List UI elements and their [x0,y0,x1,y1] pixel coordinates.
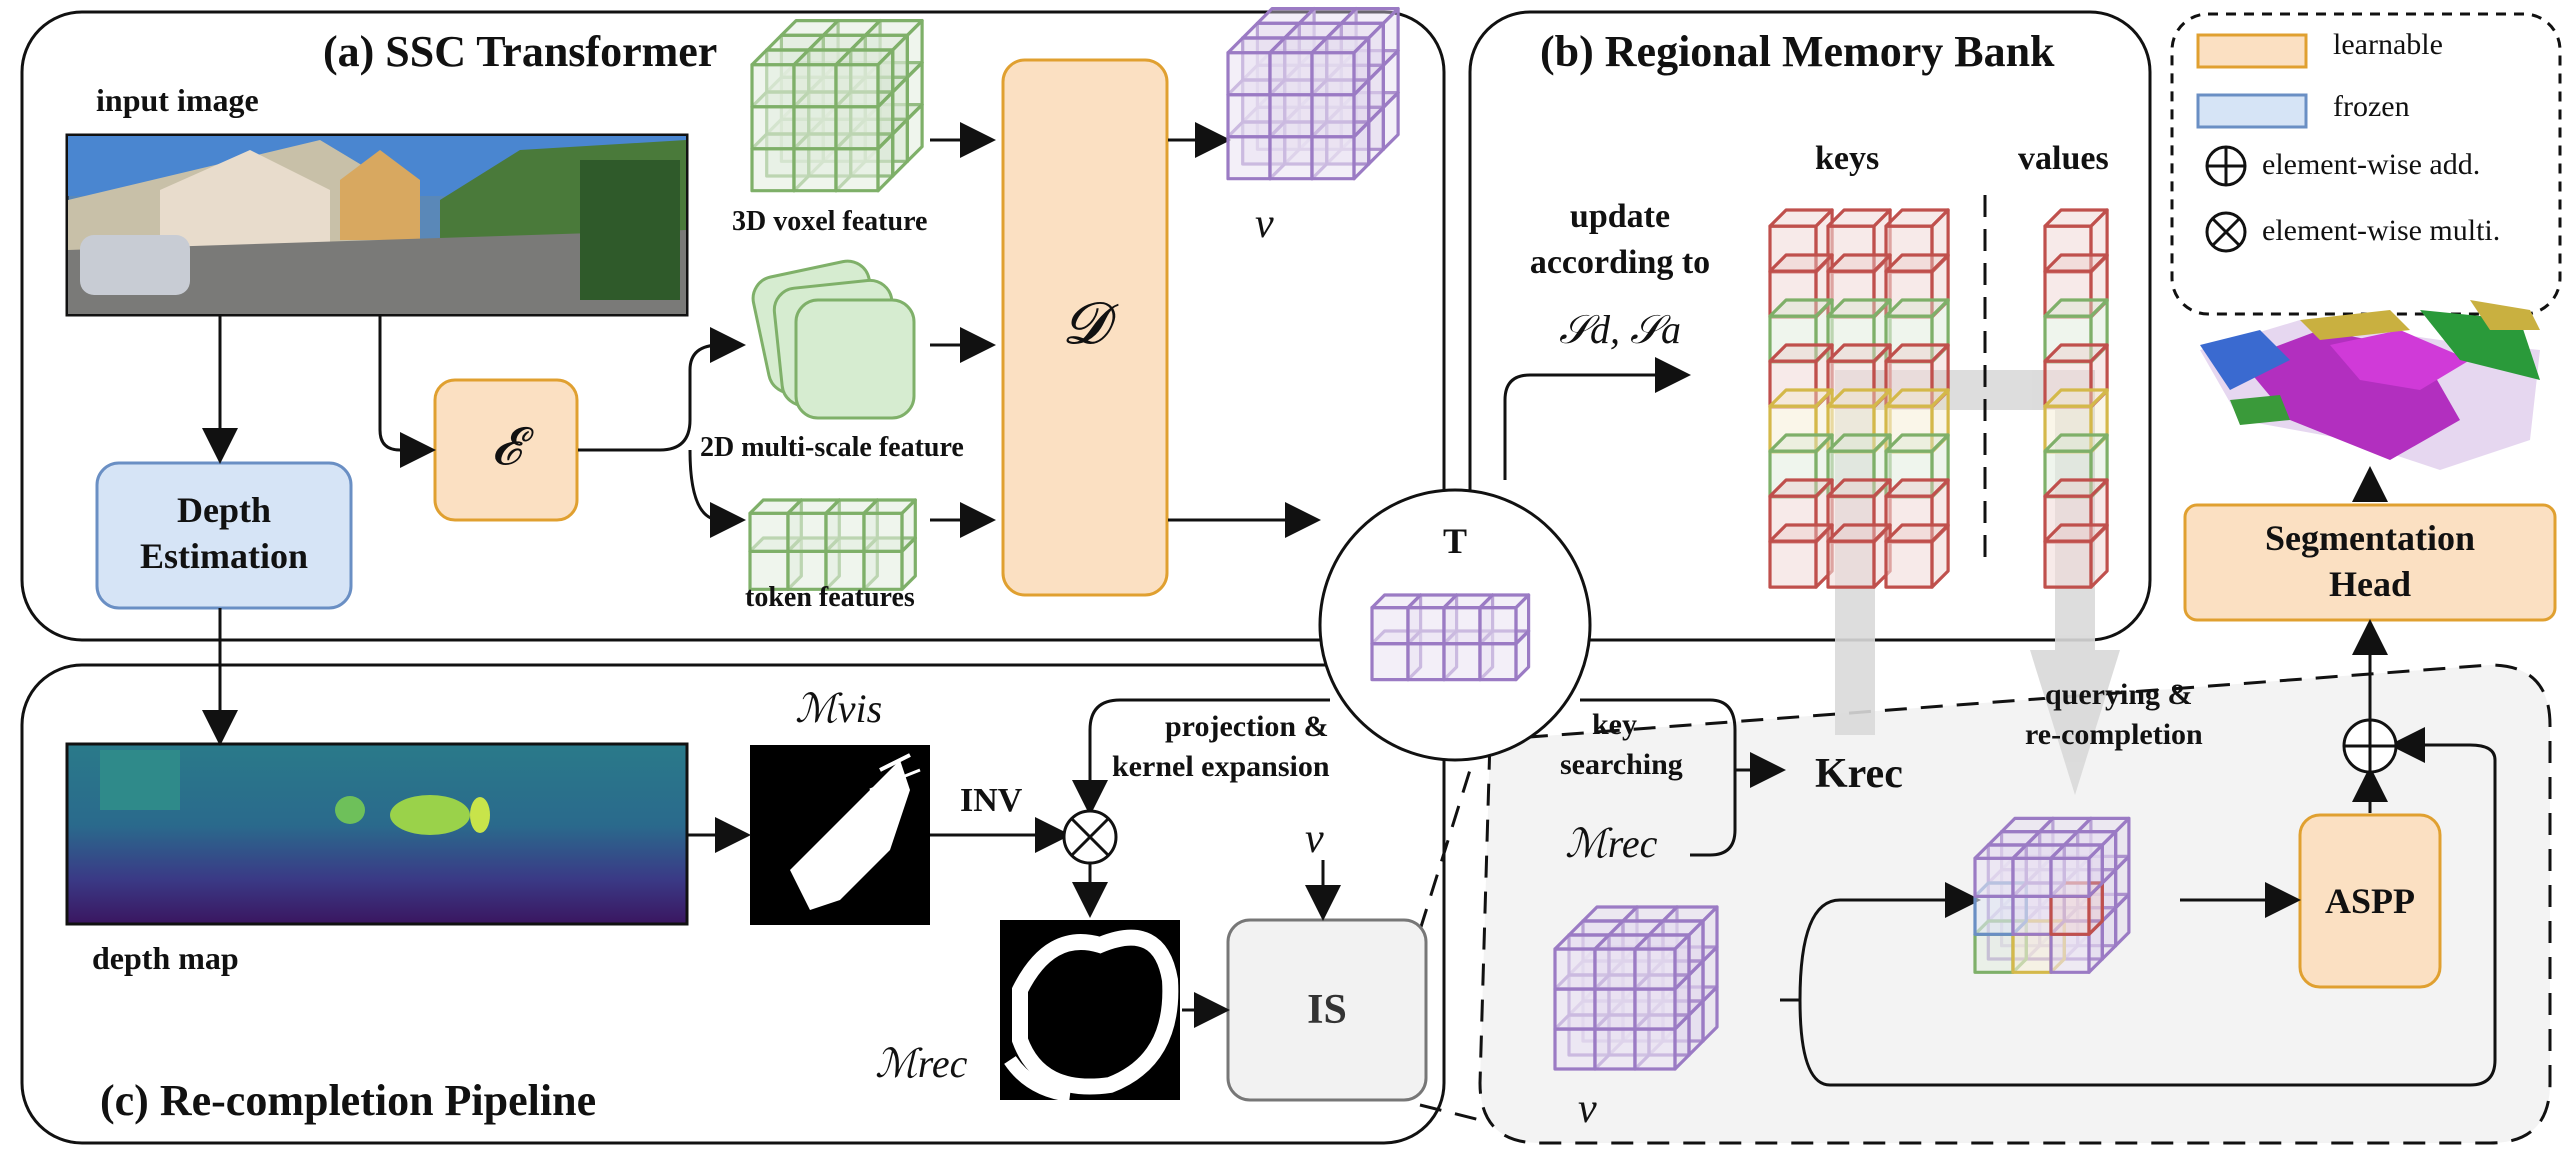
keys-label: keys [1815,140,1880,177]
token-feature-cube [748,498,803,553]
legend-learnable-swatch [2196,33,2308,69]
recompletion-label: re-completion [2025,718,2203,751]
update-label-1: update [1569,198,1671,235]
t-token-cube [1478,593,1531,646]
key-cube [1768,523,1834,589]
legend-multi-icon [2205,211,2247,253]
segmentation-output [2200,300,2540,470]
update-symbol: 𝒮d, 𝒮a [1559,307,1681,352]
nu-output-label: ν [1255,201,1274,247]
t-label: T [1442,521,1467,561]
decoder-label: 𝓓 [1062,291,1108,356]
depth-map [65,742,689,926]
multiscale-feature-label: 2D multi-scale feature [700,432,964,463]
input-image-label: input image [96,82,259,118]
nu-output-cube [1310,36,1371,97]
m-rec-label: ℳrec [875,1041,968,1086]
recompleted-cube [2049,843,2104,898]
voxel-feature-label: 3D voxel feature [732,206,928,237]
inv-label: INV [960,782,1023,819]
legend-add-icon [2205,145,2247,187]
m-rec-image [1000,920,1180,1102]
legend-frozen-label: frozen [2333,90,2410,123]
depth-map-label: depth map [92,940,239,976]
legend-multi-label: element-wise multi. [2262,214,2501,247]
input-image [65,133,689,317]
pipeline-panel [20,663,1446,1145]
decoder-box [1001,58,1169,597]
key-cube [1884,523,1950,589]
update-label-2: according to [1529,244,1711,281]
key-label: key [1592,708,1637,741]
m-vis-label: ℳvis [795,686,883,731]
m-rec-key-label: ℳrec [1565,821,1658,866]
multiscale-feature-plane [794,298,916,420]
seg-head-label: Segmentation Head [2265,518,2475,604]
k-rec-label: Krec [1815,751,1903,797]
value-cube [2043,523,2109,589]
querying-label: querying & [2045,678,2193,711]
nu-recompletion-cube [1633,933,1691,991]
depth-estimation-label: Depth Estimation [139,490,308,576]
is-label: IS [1307,987,1347,1033]
pipeline-panel-title: (c) Re-completion Pipeline [100,1076,597,1125]
legend-frozen-swatch [2196,93,2308,129]
legend-learnable-label: learnable [2333,28,2443,61]
key-cube [1768,298,1834,364]
value-cube [2043,433,2109,499]
voxel-feature-cube [834,48,895,109]
memory-panel [1468,10,2152,642]
token-feature-cube [862,498,917,553]
ssc-panel [20,10,1446,642]
aspp-label: ASPP [2325,881,2415,921]
multiply-op [1062,809,1118,865]
arrows [202,122,2497,1087]
nu-recompletion-label: ν [1578,1086,1597,1132]
searching-label: searching [1560,748,1683,781]
key-cube [1826,523,1892,589]
projection-label: projection & [1165,710,1329,743]
add-op [2342,718,2398,774]
kernel-expansion-label: kernel expansion [1112,750,1330,783]
legend-add-label: element-wise add. [2262,148,2481,181]
values-label: values [2018,140,2109,177]
ssc-panel-title: (a) SSC Transformer [323,27,718,76]
encoder-label: 𝓔 [491,419,521,476]
memory-panel-title: (b) Regional Memory Bank [1540,27,2055,76]
token-features-label: token features [745,582,915,613]
nu-pipeline-label: ν [1305,816,1324,862]
m-vis-image [750,745,930,925]
